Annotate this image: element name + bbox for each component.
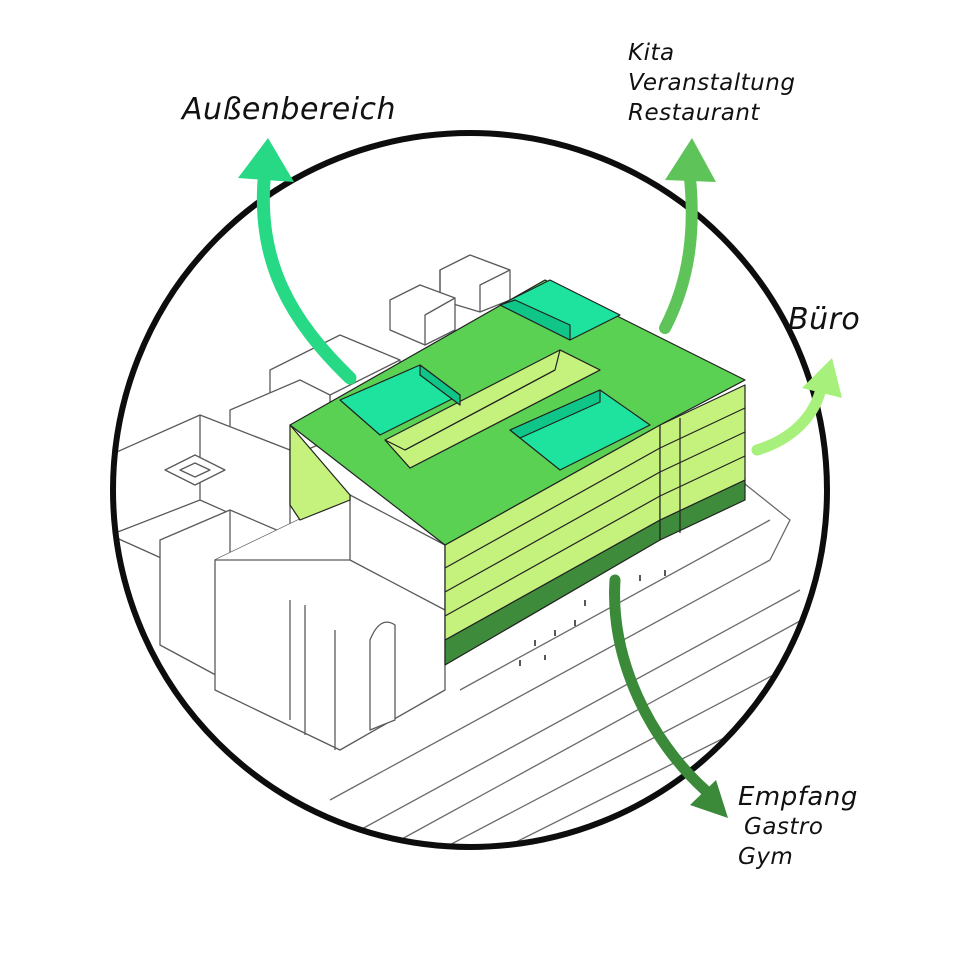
main-building	[289, 279, 746, 666]
label-top-group: Kita Veranstaltung Restaurant	[628, 38, 795, 128]
label-outdoor: Außenbereich	[182, 92, 397, 127]
label-top-event: Veranstaltung	[628, 70, 796, 96]
arrow-outdoor	[238, 138, 357, 385]
enclosing-circle	[110, 130, 830, 850]
arrow-top	[659, 138, 716, 334]
label-top-kita: Kita	[628, 40, 675, 66]
label-ground-group: Empfang Gastro Gym	[738, 782, 858, 872]
label-ground-gastro: Gastro	[744, 814, 824, 840]
arrow-ground	[609, 574, 728, 818]
label-ground-gym: Gym	[738, 844, 794, 870]
label-top-restaurant: Restaurant	[628, 100, 760, 126]
label-ground-reception: Empfang	[738, 782, 858, 812]
label-office: Büro	[788, 302, 861, 337]
arrow-office	[751, 358, 842, 456]
